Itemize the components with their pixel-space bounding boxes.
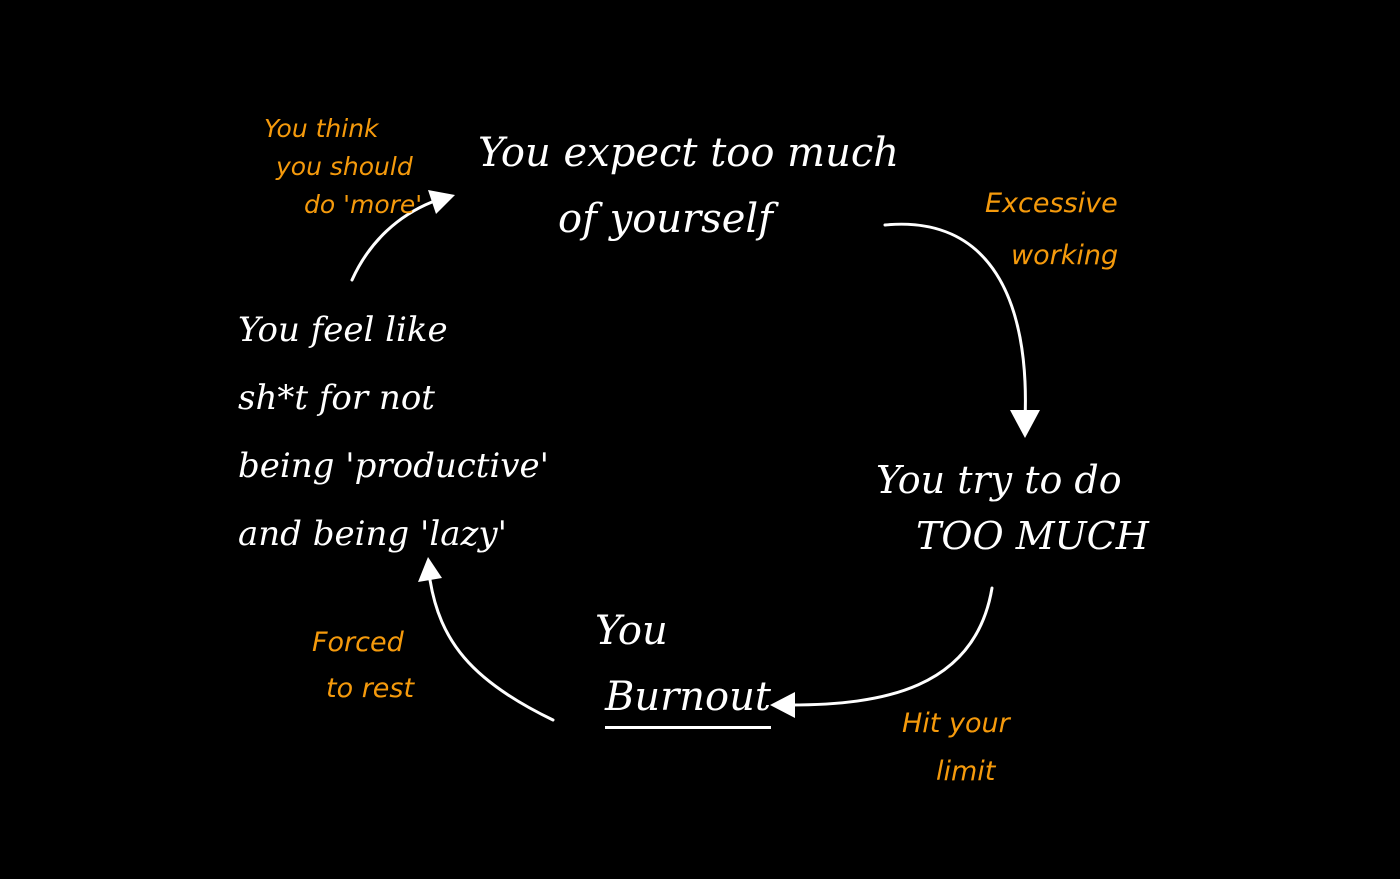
node-expect-line-1: You expect too much (478, 130, 899, 176)
label-rest-line-1: Forced (312, 627, 404, 658)
label-forced-to-rest: Forced to rest (312, 620, 414, 712)
arrow-expect-to-try (883, 222, 1027, 422)
node-try-line-2: TOO MUCH (916, 514, 1149, 558)
label-limit-line-1: Hit your (902, 708, 1010, 739)
arrowhead-burnout-to-feel (418, 557, 442, 582)
node-burnout-line-2: Burnout (595, 664, 771, 730)
arrow-burnout-to-feel (428, 578, 555, 722)
arrowhead-feel-to-expect (428, 190, 455, 214)
label-more-line-2: you should (276, 152, 413, 181)
label-rest-line-2: to rest (326, 673, 415, 704)
label-limit-line-2: limit (936, 756, 996, 787)
node-feel-line-3: being 'productive' (238, 446, 549, 486)
label-more-line-1: You think (264, 114, 379, 143)
node-feel-line-4: and being 'lazy' (238, 514, 507, 554)
burnout-underlined-word: Burnout (605, 674, 771, 729)
node-try-line-1: You try to do (876, 458, 1122, 502)
node-expect-too-much: You expect too much of yourself (478, 120, 899, 252)
node-feel-line-2: sh*t for not (238, 378, 435, 418)
label-hit-your-limit: Hit your limit (902, 700, 1010, 796)
node-expect-line-2: of yourself (558, 196, 773, 242)
node-feel-line-1: You feel like (238, 310, 448, 350)
arrowhead-try-to-burnout (770, 692, 795, 718)
label-think-should-do-more: You think you should do 'more' (264, 110, 422, 224)
label-excessive-line-1: Excessive (985, 188, 1118, 219)
node-burnout: You Burnout (595, 598, 771, 730)
node-burnout-line-1: You (595, 608, 668, 654)
arrowhead-expect-to-try (1010, 410, 1040, 438)
label-excessive-line-2: working (1011, 240, 1119, 271)
arrow-feel-to-expect (350, 200, 434, 282)
arrow-try-to-burnout (788, 586, 994, 707)
node-feel-bad: You feel like sh*t for not being 'produc… (238, 296, 549, 568)
label-more-line-3: do 'more' (304, 190, 423, 219)
label-excessive-working: Excessive working (985, 178, 1118, 282)
node-try-too-much: You try to do TOO MUCH (876, 452, 1149, 564)
